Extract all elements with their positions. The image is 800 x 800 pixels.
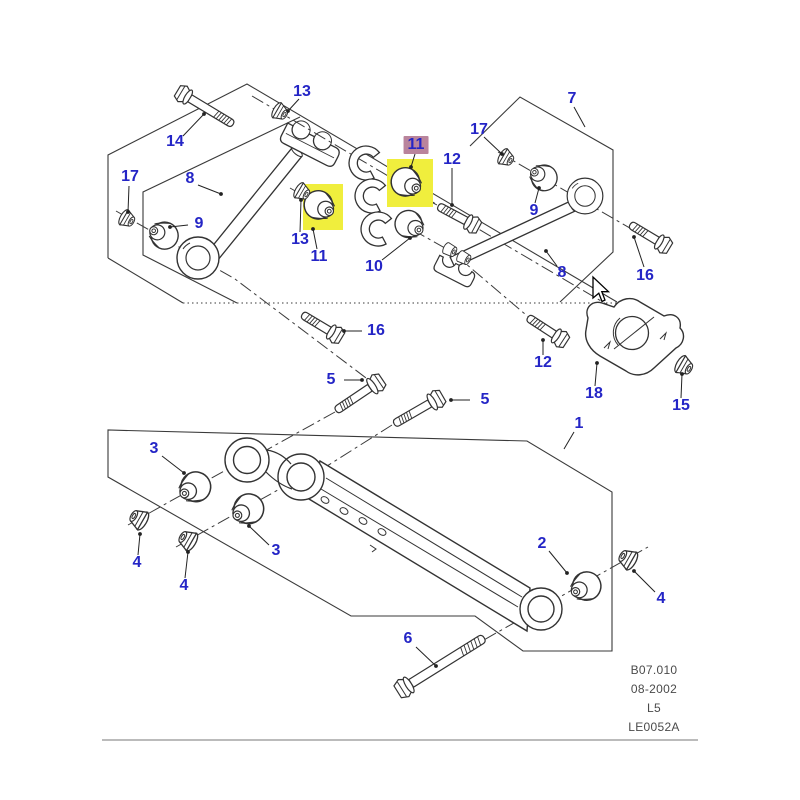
bushing-3-lower: [225, 487, 270, 532]
part-label-4[interactable]: 4: [179, 577, 189, 594]
part-label-16[interactable]: 16: [636, 267, 654, 284]
part-label-7[interactable]: 7: [567, 90, 577, 107]
part-label-9[interactable]: 9: [529, 202, 539, 219]
part-label-13[interactable]: 13: [293, 83, 311, 100]
nut-4-mid: [174, 526, 201, 554]
nut-4-right: [614, 545, 641, 573]
clamp-arrow-marks: [603, 331, 668, 350]
saddle-bracket-mid: [433, 241, 476, 288]
part-label-16[interactable]: 16: [367, 322, 385, 339]
trailing-arm: [224, 437, 563, 633]
part-label-2[interactable]: 2: [537, 535, 547, 552]
bolt-12-mid: [522, 309, 572, 351]
bolt-12-top: [433, 197, 484, 237]
part-label-10[interactable]: 10: [365, 258, 383, 275]
part-label-1[interactable]: 1: [574, 415, 584, 432]
mouse-cursor-icon: [592, 275, 611, 303]
clamp-bracket-18: [584, 297, 685, 376]
bushing-9-right: [524, 158, 563, 197]
box-part-7: [469, 96, 614, 303]
part-label-17[interactable]: 17: [121, 168, 139, 185]
bushing-8-left-ring: [176, 236, 220, 280]
drawing-code: LE0052A: [628, 720, 680, 734]
inner-box-left: [142, 116, 301, 304]
part-label-8[interactable]: 8: [557, 264, 567, 281]
cradle-halves: [345, 142, 393, 249]
upper-panel-corner: [107, 257, 184, 304]
link-rods: [195, 146, 577, 276]
part-label-14[interactable]: 14: [166, 133, 184, 150]
bushing-9-left: [143, 216, 184, 255]
part-label-5[interactable]: 5: [480, 391, 490, 408]
bushing-2: [564, 566, 607, 608]
bushing-8-right-ring: [566, 177, 604, 215]
part-label-15[interactable]: 15: [672, 397, 690, 414]
leader-lines: [126, 98, 684, 668]
bolt-14: [172, 82, 239, 133]
part-label-4[interactable]: 4: [132, 554, 142, 571]
lower-box: [107, 429, 613, 652]
part-label-18[interactable]: 18: [585, 385, 603, 402]
part-label-3[interactable]: 3: [271, 542, 281, 559]
part-label-11[interactable]: 11: [310, 248, 328, 265]
part-label-8[interactable]: 8: [185, 170, 195, 187]
part-label-6[interactable]: 6: [403, 630, 413, 647]
drawing-number: B07.010: [630, 663, 678, 677]
part-label-9[interactable]: 9: [194, 215, 204, 232]
drawing-date: 08-2002: [630, 682, 678, 696]
nut-4-left: [125, 505, 152, 533]
part-label-17[interactable]: 17: [470, 121, 488, 138]
part-label-11[interactable]: 11: [403, 136, 429, 154]
part-label-13[interactable]: 13: [291, 231, 309, 248]
part-label-12[interactable]: 12: [443, 151, 461, 168]
drawing-info: B07.010 08-2002 L5 LE0052A: [604, 661, 704, 737]
bolt-5-left: [329, 370, 389, 420]
bushing-3-upper: [172, 465, 217, 510]
part-label-12[interactable]: 12: [534, 354, 552, 371]
bolt-16-mid: [296, 306, 347, 347]
drawing-rev: L5: [647, 701, 661, 715]
nut-15: [671, 353, 697, 380]
part-label-5[interactable]: 5: [326, 371, 336, 388]
saddle-bracket-top: [279, 120, 340, 167]
bolt-5-right: [388, 387, 449, 433]
part-label-3[interactable]: 3: [149, 440, 159, 457]
part-label-4[interactable]: 4: [656, 590, 666, 607]
